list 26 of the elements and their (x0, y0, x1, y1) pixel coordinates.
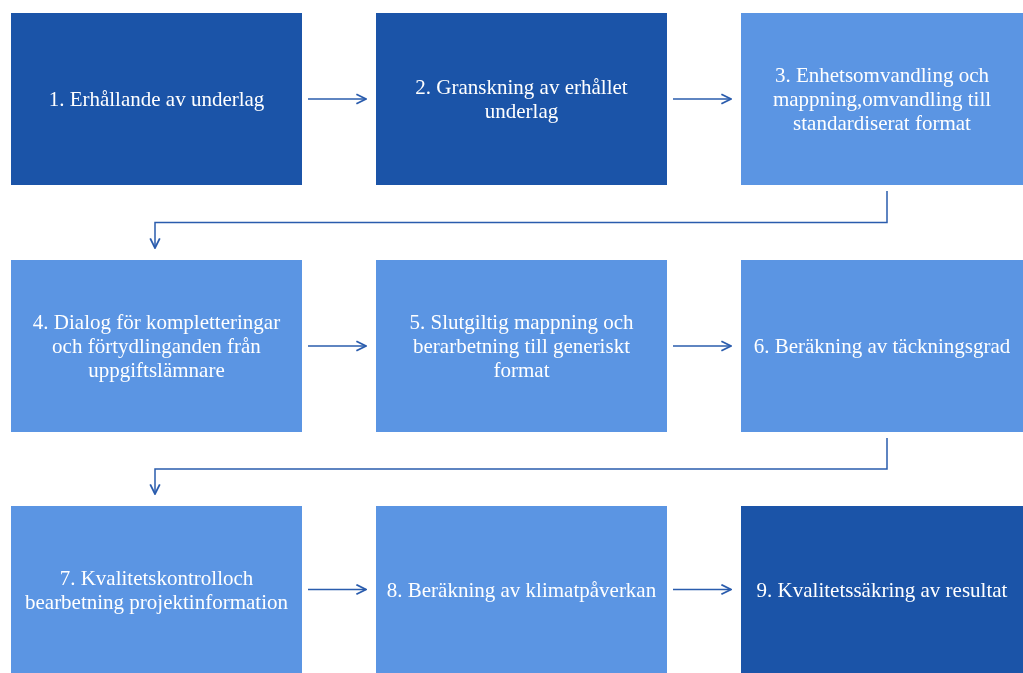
arrow (672, 583, 732, 596)
step-label: 3. Enhetsomvandling och mappning,omvandling till standardiserat format (771, 63, 993, 135)
arrow (149, 437, 888, 495)
process-box (11, 506, 302, 673)
process-box (11, 260, 302, 432)
arrow (149, 190, 888, 249)
step-label: 1. Erhållande av underlag (48, 87, 265, 111)
step-label: 9. Kvalitetssäkring av resultat (756, 577, 1008, 602)
process-box (376, 260, 667, 432)
process-box (11, 13, 302, 185)
process-box (376, 506, 667, 673)
arrow (672, 93, 732, 105)
process-box (741, 506, 1023, 673)
process-box (376, 13, 667, 185)
step-label: 4. Dialog för kompletteringar och förtydlinganden från uppgiftslämnare (31, 310, 282, 382)
arrow (307, 93, 367, 105)
step-label: 8. Beräkning av klimatpåverkan (386, 577, 657, 602)
arrow (307, 583, 367, 596)
step-label: 6. Beräkning av täckningsgrad (753, 334, 1011, 358)
arrow (672, 340, 732, 352)
step-label: 2. Granskning av erhållet underlag (414, 75, 629, 123)
process-box (741, 260, 1023, 432)
step-label: 7. Kvalitetskontrolloch bearbetning projektinformation (24, 565, 289, 614)
step-label: 5. Slutgiltig mappning och berarbetning till generiskt format (408, 310, 635, 382)
arrow (307, 340, 367, 352)
process-box (741, 13, 1023, 185)
